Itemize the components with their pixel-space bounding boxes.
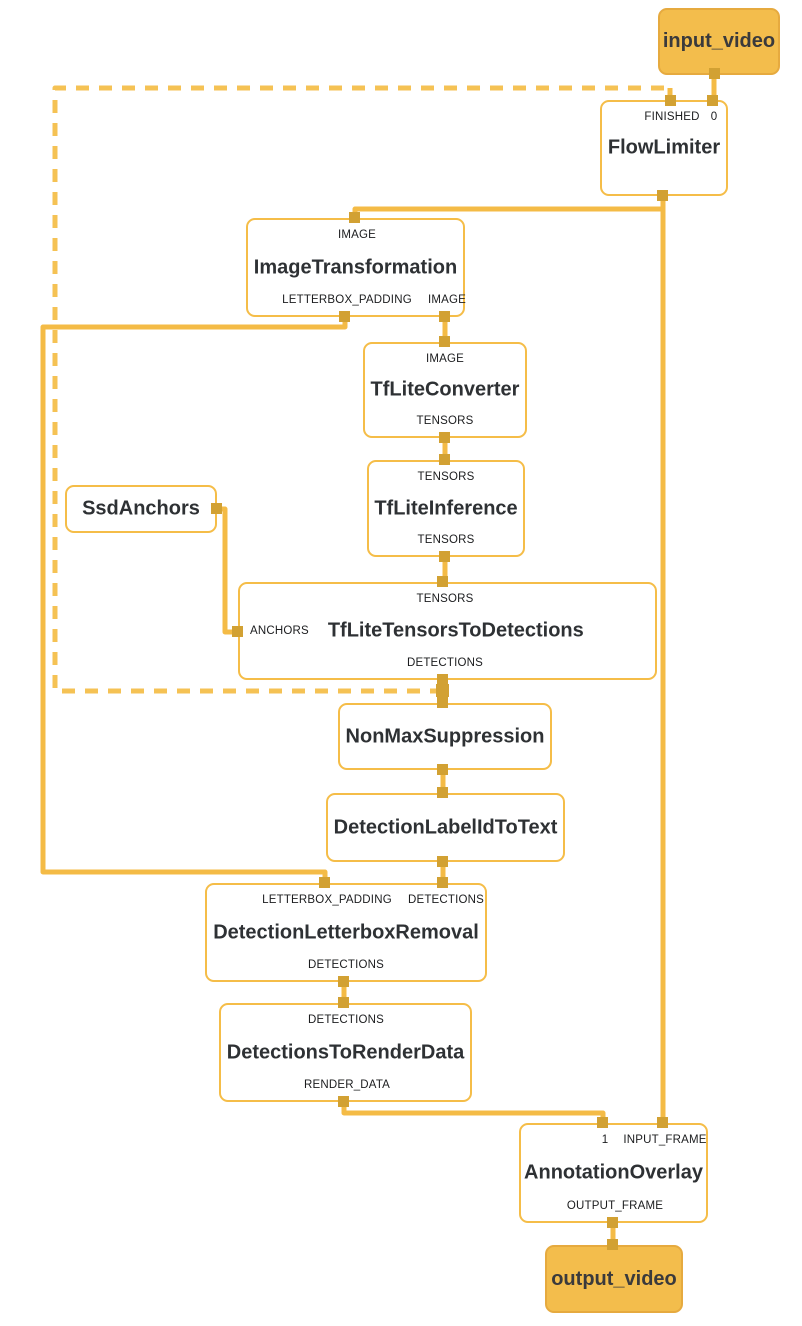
- port-label-tensors-in: TENSORS: [417, 471, 475, 483]
- port-label-letterbox-padding-out: LETTERBOX_PADDING: [282, 294, 412, 306]
- edge-renderdata-to-annotationoverlay-1: [341, 1102, 606, 1123]
- port-label-image-in: IMAGE: [337, 229, 377, 241]
- node-input-video-label: input_video: [662, 30, 776, 52]
- port-label-0: 0: [710, 111, 718, 123]
- node-ssdanchors-title: SsdAnchors: [82, 497, 200, 520]
- node-tfliteinference[interactable]: TENSORS TfLiteInference TENSORS: [367, 460, 525, 557]
- node-detectionlabelidtotext-title: DetectionLabelIdToText: [333, 816, 558, 838]
- node-detectionstorenderdata-title: DetectionsToRenderData: [226, 1041, 465, 1063]
- node-detectionletterboxremoval[interactable]: LETTERBOX_PADDING DETECTIONS DetectionLe…: [205, 883, 487, 982]
- port-label-detections-in: DETECTIONS: [407, 894, 485, 906]
- node-detectionstorenderdata[interactable]: DETECTIONS DetectionsToRenderData RENDER…: [219, 1003, 472, 1102]
- node-tfliteconverter-title: TfLiteConverter: [370, 378, 520, 401]
- port-label-tensors-out: TENSORS: [417, 534, 475, 546]
- port-label-letterbox-padding-in: LETTERBOX_PADDING: [262, 894, 392, 906]
- port-label-render-data-out: RENDER_DATA: [303, 1079, 391, 1091]
- node-annotationoverlay-title: AnnotationOverlay: [524, 1161, 703, 1184]
- port-label-detections-out: DETECTIONS: [307, 959, 385, 971]
- node-detectionlabelidtotext[interactable]: DetectionLabelIdToText: [326, 793, 565, 862]
- node-imagetransformation-title: ImageTransformation: [253, 256, 458, 278]
- edge-ssdanchors-to-anchors: [217, 506, 238, 635]
- node-imagetransformation[interactable]: IMAGE ImageTransformation LETTERBOX_PADD…: [246, 218, 467, 317]
- node-ssdanchors[interactable]: SsdAnchors: [65, 485, 217, 533]
- node-nonmaxsuppression[interactable]: NonMaxSuppression: [338, 703, 552, 770]
- port-label-detections-in: DETECTIONS: [307, 1014, 385, 1026]
- node-tfliteconverter[interactable]: IMAGE TfLiteConverter TENSORS: [363, 342, 527, 438]
- port-label-tensors-in: TENSORS: [416, 593, 474, 605]
- port-label-finished: FINISHED: [644, 111, 700, 123]
- node-output-video[interactable]: output_video: [545, 1245, 683, 1313]
- port-label-detections-out: DETECTIONS: [406, 657, 484, 669]
- port-label-image-in: IMAGE: [425, 353, 465, 365]
- node-tflitetensorstodetections[interactable]: TENSORS ANCHORS TfLiteTensorsToDetection…: [238, 582, 657, 680]
- node-tfliteinference-title: TfLiteInference: [374, 497, 518, 519]
- port-label-image-out: IMAGE: [427, 294, 467, 306]
- port-label-output-frame-out: OUTPUT_FRAME: [566, 1200, 664, 1212]
- node-detectionletterboxremoval-title: DetectionLetterboxRemoval: [213, 921, 479, 943]
- port-label-tensors-out: TENSORS: [416, 415, 474, 427]
- edge-flowlimiter-to-imagetransformation-image: [352, 206, 663, 218]
- node-flowlimiter[interactable]: FINISHED 0 FlowLimiter: [600, 100, 728, 196]
- node-annotationoverlay[interactable]: 1 INPUT_FRAME AnnotationOverlay OUTPUT_F…: [519, 1123, 708, 1223]
- node-nonmaxsuppression-title: NonMaxSuppression: [345, 725, 545, 747]
- port-backedge-junction: [436, 684, 449, 697]
- port-label-1-in: 1: [601, 1134, 609, 1146]
- port-label-input-frame-in: INPUT_FRAME: [623, 1134, 707, 1146]
- node-tflitetensorstodetections-title: TfLiteTensorsToDetections: [327, 619, 584, 642]
- node-input-video[interactable]: input_video: [658, 8, 780, 75]
- node-output-video-label: output_video: [551, 1267, 677, 1290]
- node-flowlimiter-title: FlowLimiter: [607, 136, 721, 159]
- port-label-anchors-in: ANCHORS: [250, 625, 309, 637]
